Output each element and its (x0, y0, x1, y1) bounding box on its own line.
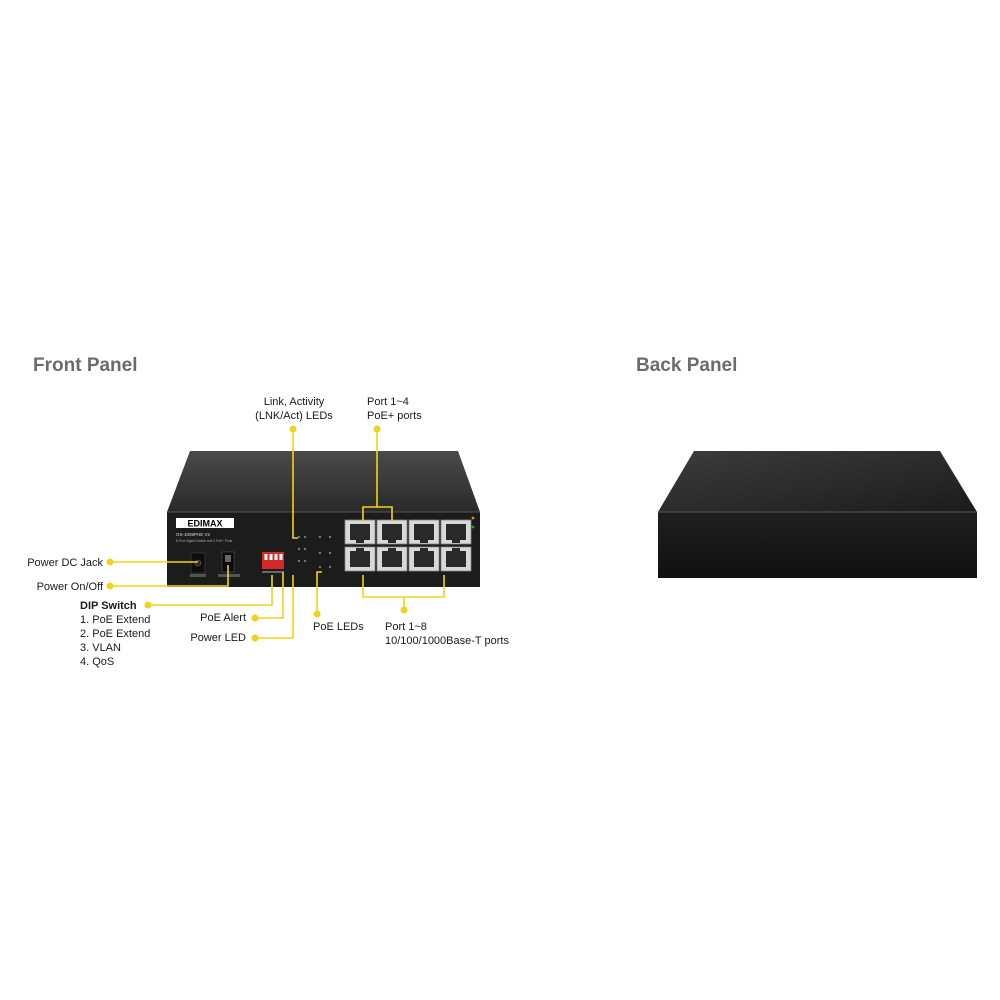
dip-switch-item: 2. PoE Extend (80, 628, 151, 640)
dip-switch-item: 4. QoS (80, 656, 115, 668)
front-switch-top (167, 451, 480, 512)
front-panel-heading: Front Panel (33, 355, 138, 376)
power-on-off-label: Power On/Off (36, 581, 103, 593)
back-switch-face (658, 512, 977, 578)
front-switch: EDIMAX GS-1008PHE V2 8-Port Gigabit Swit… (167, 451, 480, 587)
port-1-4-label: Port 1~4 PoE+ ports (367, 396, 422, 422)
back-panel-heading: Back Panel (636, 355, 738, 376)
poe-leds-label: PoE LEDs (313, 621, 364, 633)
dip-switch-item: 3. VLAN (80, 642, 121, 654)
rj45-ports (344, 519, 472, 572)
power-dc-jack-label: Power DC Jack (27, 557, 103, 569)
dip-switch-title: DIP Switch (80, 600, 137, 612)
dip-switch-list: 1. PoE Extend 2. PoE Extend 3. VLAN 4. Q… (80, 613, 150, 669)
back-switch (658, 451, 977, 578)
port-1-8-label: Port 1~8 10/100/1000Base-T ports (385, 621, 509, 647)
model-subtitle: 8-Port Gigabit Switch with 4 PoE+ Ports (176, 539, 233, 543)
model-label: GS-1008PHE V2 (176, 532, 211, 537)
callout-lines (110, 429, 445, 639)
status-leds (297, 535, 332, 569)
back-switch-top (658, 451, 977, 512)
brand-logo: EDIMAX (187, 519, 222, 529)
poe-alert-label: PoE Alert (200, 612, 246, 624)
edimax-logo-plate (176, 518, 234, 528)
link-activity-label: Link, Activity (LNK/Act) LEDs (255, 396, 333, 422)
power-led-label: Power LED (190, 632, 246, 644)
callout-dots (106, 425, 408, 642)
dip-switch-item: 1. PoE Extend (80, 614, 151, 626)
